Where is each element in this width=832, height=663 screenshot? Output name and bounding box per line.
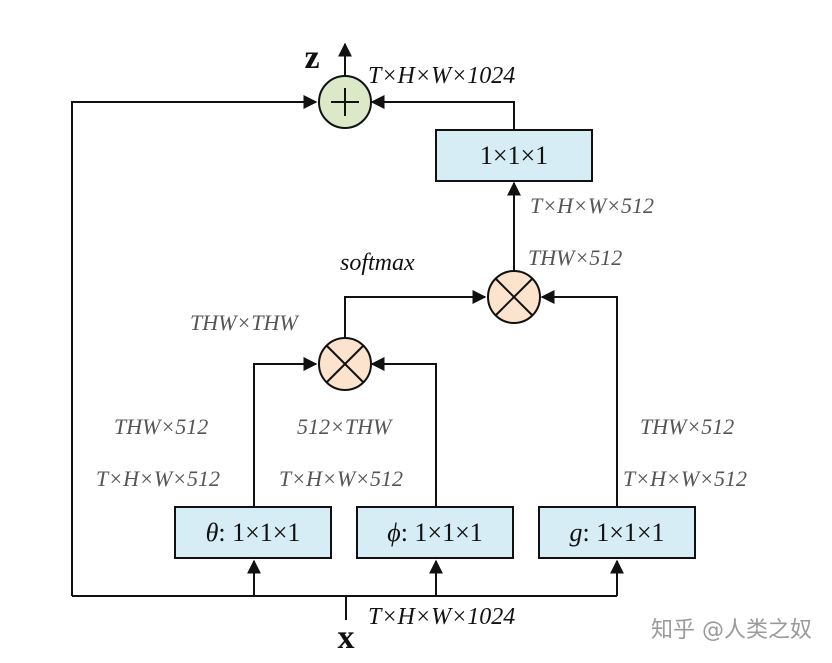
theta-symbol: θ [206, 518, 219, 547]
residual-connection [71, 95, 318, 596]
phi-conv-label: : 1×1×1 [401, 518, 483, 547]
g-to-mult2 [540, 290, 618, 506]
phi-reshape-label: 512×THW [297, 414, 393, 439]
phi-to-mult1 [370, 357, 437, 506]
svg-text:θ: 1×1×1: θ: 1×1×1 [206, 518, 301, 547]
theta-reshape-label: THW×512 [114, 414, 208, 439]
out-conv-label: 1×1×1 [480, 141, 548, 170]
phi-symbol: ϕ [387, 518, 400, 547]
out-conv-box: 1×1×1 [435, 129, 593, 182]
top-dim-label: T×H×W×1024 [368, 63, 515, 89]
softmax-label: softmax [340, 250, 415, 276]
output-variable: z [304, 39, 319, 76]
g-output-label: T×H×W×512 [623, 466, 747, 491]
watermark: 知乎 @人类之奴 [651, 618, 812, 643]
connectors [71, 42, 624, 620]
g-conv-box: g: 1×1×1 [538, 506, 696, 559]
phi-conv-box: ϕ: 1×1×1 [356, 506, 514, 559]
svg-text:g: 1×1×1: g: 1×1×1 [569, 518, 664, 547]
phi-output-label: T×H×W×512 [279, 466, 403, 491]
mult2-output-label: THW×512 [528, 245, 622, 270]
g-reshape-label: THW×512 [640, 414, 734, 439]
out-conv-input-label: T×H×W×512 [530, 193, 654, 218]
out-conv-to-add [370, 95, 515, 129]
mult1-to-mult2 [344, 290, 487, 337]
theta-conv-box: θ: 1×1×1 [174, 506, 332, 559]
svg-text:ϕ: 1×1×1: ϕ: 1×1×1 [387, 518, 483, 547]
bottom-dim-label: T×H×W×1024 [368, 604, 515, 630]
g-conv-label: : 1×1×1 [582, 518, 664, 547]
theta-to-mult1 [253, 357, 318, 506]
mult2-node [487, 270, 541, 324]
mult1-node [318, 337, 372, 391]
input-variable: x [338, 619, 355, 656]
mult1-output-label: THW×THW [190, 310, 299, 335]
theta-conv-label: : 1×1×1 [218, 518, 300, 547]
g-symbol: g [569, 518, 582, 547]
add-node [318, 75, 372, 129]
theta-output-label: T×H×W×512 [96, 466, 220, 491]
